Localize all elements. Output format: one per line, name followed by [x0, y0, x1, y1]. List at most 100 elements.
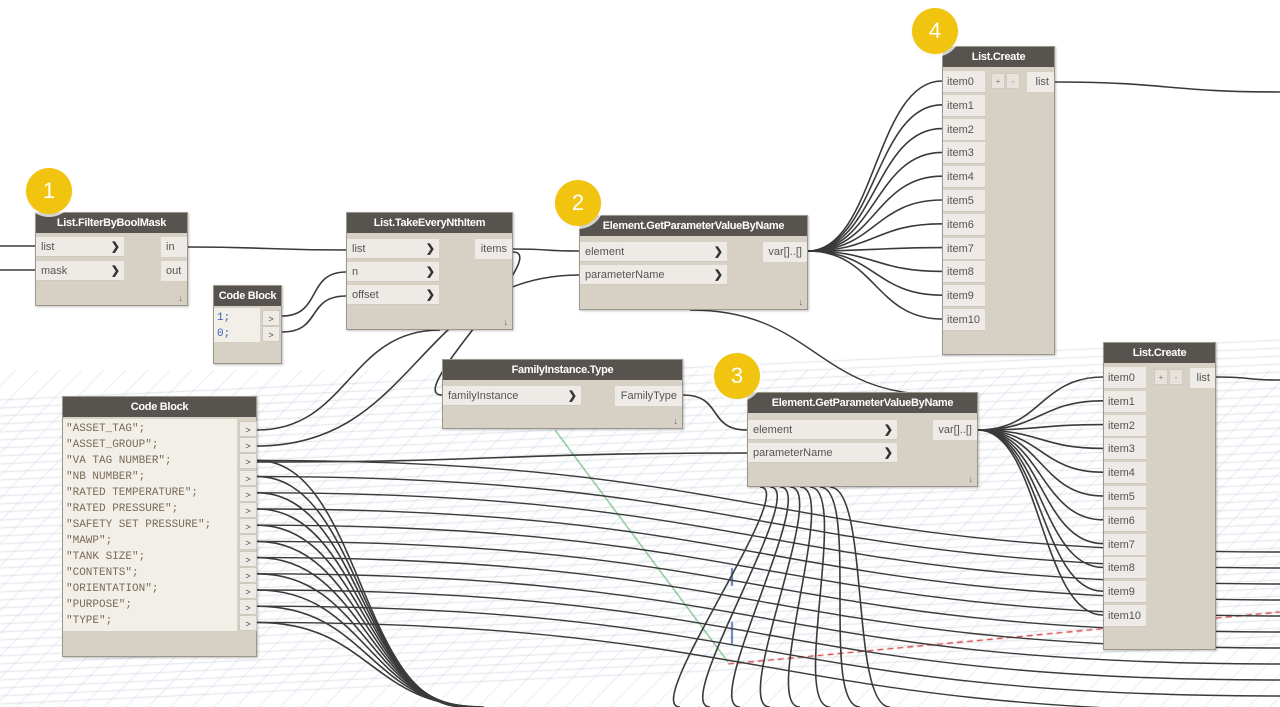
node-take-every-nth-item[interactable]: List.TakeEveryNthItem list❯ n❯ offset❯ i… — [346, 212, 513, 330]
input-port-item2[interactable]: item2 — [943, 118, 985, 141]
port-label: familyInstance — [448, 390, 519, 402]
output-port[interactable]: > — [239, 453, 257, 470]
output-port-list[interactable]: list — [1027, 72, 1054, 92]
code-line: "CONTENTS"; — [66, 567, 139, 579]
code-line: "TYPE"; — [66, 615, 113, 627]
input-port-list[interactable]: list❯ — [36, 237, 124, 257]
output-port[interactable]: > — [239, 485, 257, 502]
input-port-element[interactable]: element❯ — [748, 420, 897, 440]
output-port-in[interactable]: in — [161, 237, 187, 257]
code-line: "ORIENTATION"; — [66, 583, 159, 595]
input-port-item5[interactable]: item5 — [943, 190, 985, 212]
input-port-item3[interactable]: item3 — [1104, 438, 1146, 461]
node-title: Code Block — [63, 397, 256, 417]
input-port-item1[interactable]: item1 — [943, 94, 985, 117]
input-port-element[interactable]: element❯ — [580, 242, 727, 262]
input-port-item9[interactable]: item9 — [1104, 581, 1146, 604]
step-badge-2: 2 — [555, 180, 601, 226]
input-port-item7[interactable]: item7 — [943, 237, 985, 260]
output-port-items[interactable]: items — [475, 239, 512, 259]
chevron-right-icon: ❯ — [425, 266, 435, 278]
output-port-var[interactable]: var[]..[] — [763, 242, 807, 262]
input-port-list[interactable]: list❯ — [347, 239, 439, 259]
lacing-icon[interactable]: ↓ — [798, 297, 804, 307]
output-port-family-type[interactable]: FamilyType — [615, 386, 682, 406]
node-get-parameter-value-by-name-1[interactable]: Element.GetParameterValueByName element❯… — [579, 215, 808, 310]
lacing-icon[interactable]: ↓ — [673, 416, 679, 426]
node-family-instance-type[interactable]: FamilyInstance.Type familyInstance❯ Fami… — [442, 359, 683, 429]
node-filter-by-bool-mask[interactable]: List.FilterByBoolMask list❯ mask❯ in out… — [35, 212, 188, 306]
node-get-parameter-value-by-name-2[interactable]: Element.GetParameterValueByName element❯… — [747, 392, 978, 487]
node-title: FamilyInstance.Type — [443, 360, 682, 380]
input-port-item6[interactable]: item6 — [943, 213, 985, 236]
output-port[interactable]: > — [239, 566, 257, 583]
output-port[interactable]: > — [239, 518, 257, 535]
input-port-item6[interactable]: item6 — [1104, 509, 1146, 532]
chevron-right-icon: ❯ — [110, 241, 120, 253]
code-editor[interactable]: 1; 0; — [214, 308, 260, 342]
code-line: "TANK SIZE"; — [66, 551, 146, 563]
input-port-parameter-name[interactable]: parameterName ❯ — [748, 443, 897, 463]
output-port[interactable]: > — [239, 550, 257, 567]
input-port-item7[interactable]: item7 — [1104, 533, 1146, 556]
input-port-item1[interactable]: item1 — [1104, 390, 1146, 413]
remove-input-button[interactable]: - — [1169, 369, 1183, 385]
input-port-item0[interactable]: item0 — [1104, 367, 1146, 389]
input-port-item2[interactable]: item2 — [1104, 414, 1146, 437]
input-port-family-instance[interactable]: familyInstance❯ — [443, 386, 581, 406]
input-port-parameter-name[interactable]: parameterName❯ — [580, 265, 727, 285]
input-port-offset[interactable]: offset❯ — [347, 285, 439, 305]
port-label: element — [753, 424, 793, 436]
node-title: List.TakeEveryNthItem — [347, 213, 512, 233]
output-port[interactable]: > — [239, 437, 257, 454]
lacing-icon[interactable]: ↓ — [503, 317, 509, 327]
output-port[interactable]: > — [239, 583, 257, 599]
output-port[interactable]: > — [239, 469, 257, 486]
node-title: List.FilterByBoolMask — [36, 213, 187, 233]
input-port-mask[interactable]: mask❯ — [36, 261, 124, 281]
input-port-item9[interactable]: item9 — [943, 285, 985, 308]
lacing-icon[interactable]: ↓ — [178, 293, 184, 303]
chevron-right-icon: ❯ — [425, 243, 435, 255]
node-title: Code Block — [214, 286, 281, 306]
output-port-var[interactable]: var[]..[] — [933, 420, 977, 440]
node-code-block-small[interactable]: Code Block 1; 0; > > — [213, 285, 282, 364]
input-port-item8[interactable]: item8 — [943, 261, 985, 284]
input-port-item0[interactable]: item0 — [943, 71, 985, 93]
output-port-out[interactable]: out — [161, 261, 187, 281]
node-title: Element.GetParameterValueByName — [748, 393, 977, 413]
remove-input-button[interactable]: - — [1006, 73, 1020, 89]
input-port-item3[interactable]: item3 — [943, 142, 985, 165]
chevron-right-icon: ❯ — [883, 447, 893, 459]
code-line: 1; — [217, 312, 231, 324]
output-port[interactable]: > — [239, 502, 257, 518]
code-line: "ASSET_GROUP"; — [66, 439, 159, 451]
output-port[interactable]: > — [239, 599, 257, 616]
input-port-n[interactable]: n❯ — [347, 262, 439, 282]
step-badge-4: 4 — [912, 8, 958, 54]
chevron-right-icon: ❯ — [713, 246, 723, 258]
output-port[interactable]: > — [262, 310, 280, 326]
input-port-item10[interactable]: item10 — [1104, 605, 1146, 627]
code-line: "PURPOSE"; — [66, 599, 133, 611]
code-line: "NB NUMBER"; — [66, 471, 146, 483]
output-port[interactable]: > — [239, 534, 257, 551]
input-port-item8[interactable]: item8 — [1104, 557, 1146, 580]
add-input-button[interactable]: + — [1154, 369, 1168, 385]
output-port[interactable]: > — [239, 615, 257, 632]
input-port-item5[interactable]: item5 — [1104, 486, 1146, 508]
output-port[interactable]: > — [239, 421, 257, 437]
port-label: parameterName — [753, 447, 833, 459]
input-port-item4[interactable]: item4 — [943, 166, 985, 189]
input-port-item4[interactable]: item4 — [1104, 462, 1146, 485]
add-input-button[interactable]: + — [991, 73, 1005, 89]
input-port-item10[interactable]: item10 — [943, 309, 985, 331]
output-port-list[interactable]: list — [1190, 368, 1215, 388]
node-code-block-parameters[interactable]: Code Block "ASSET_TAG";"ASSET_GROUP";"VA… — [62, 396, 257, 657]
lacing-icon[interactable]: ↓ — [968, 474, 974, 484]
output-port[interactable]: > — [262, 326, 280, 342]
code-editor[interactable]: "ASSET_TAG";"ASSET_GROUP";"VA TAG NUMBER… — [63, 419, 237, 631]
